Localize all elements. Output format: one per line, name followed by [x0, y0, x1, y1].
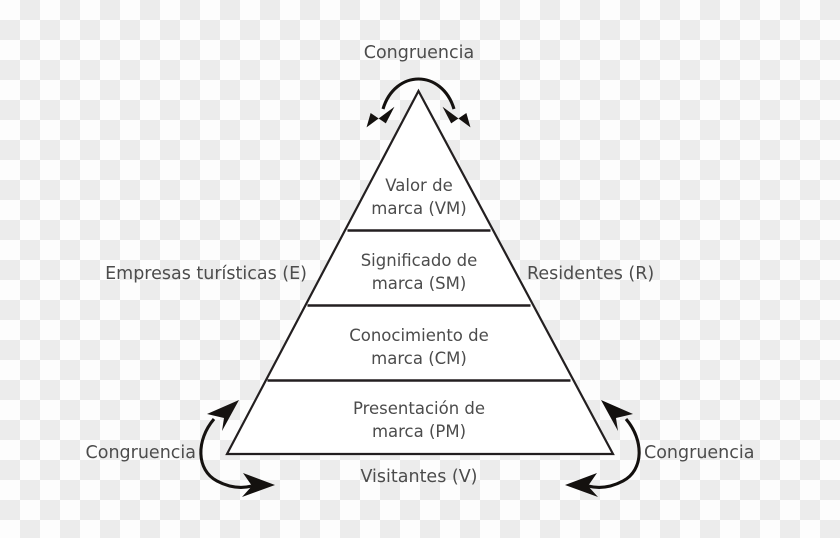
- pyramid-outline: [225, 88, 615, 456]
- congruence-arrow-bottom-right: Congruencia: [565, 400, 754, 497]
- tier-label-vm: Valor de marca (VM): [371, 176, 466, 218]
- tier-sm-line1: Significado de: [361, 251, 478, 270]
- congruence-arrow-top: Congruencia: [364, 43, 474, 128]
- tier-cm-line1: Conocimiento de: [349, 326, 489, 345]
- arrowhead-bottom-left-lower-icon: [242, 473, 275, 497]
- tier-vm-line1: Valor de: [385, 176, 452, 195]
- arrowhead-bottom-right-upper-icon: [601, 400, 633, 431]
- arrowhead-bottom-left-upper-icon: [207, 400, 239, 431]
- tier-pm-line2: marca (PM): [372, 422, 466, 441]
- congruence-label-top: Congruencia: [364, 43, 474, 63]
- tier-vm-line2: marca (VM): [371, 199, 466, 218]
- arc-bottom-right: [587, 417, 641, 489]
- tier-label-pm: Presentación de marca (PM): [353, 399, 485, 441]
- tier-label-sm: Significado de marca (SM): [361, 251, 478, 293]
- tier-label-cm: Conocimiento de marca (CM): [349, 326, 489, 368]
- tier-cm-line2: marca (CM): [371, 349, 467, 368]
- tier-sm-line2: marca (SM): [372, 274, 467, 293]
- stakeholder-label-left: Empresas turísticas (E): [105, 264, 307, 284]
- stakeholder-label-bottom: Visitantes (V): [360, 467, 477, 487]
- arc-bottom-left: [199, 417, 253, 489]
- stakeholder-label-right: Residentes (R): [527, 264, 654, 284]
- arc-top: [381, 77, 456, 110]
- arrowhead-top-right-icon: [442, 106, 471, 128]
- congruence-label-bottom-left: Congruencia: [86, 443, 196, 463]
- congruence-arrow-bottom-left: Congruencia: [86, 400, 275, 497]
- congruence-label-bottom-right: Congruencia: [644, 443, 754, 463]
- arrowhead-bottom-right-lower-icon: [565, 473, 598, 497]
- tier-pm-line1: Presentación de: [353, 399, 485, 418]
- pyramid-shape: [225, 88, 615, 456]
- arrowhead-top-left-icon: [366, 106, 395, 128]
